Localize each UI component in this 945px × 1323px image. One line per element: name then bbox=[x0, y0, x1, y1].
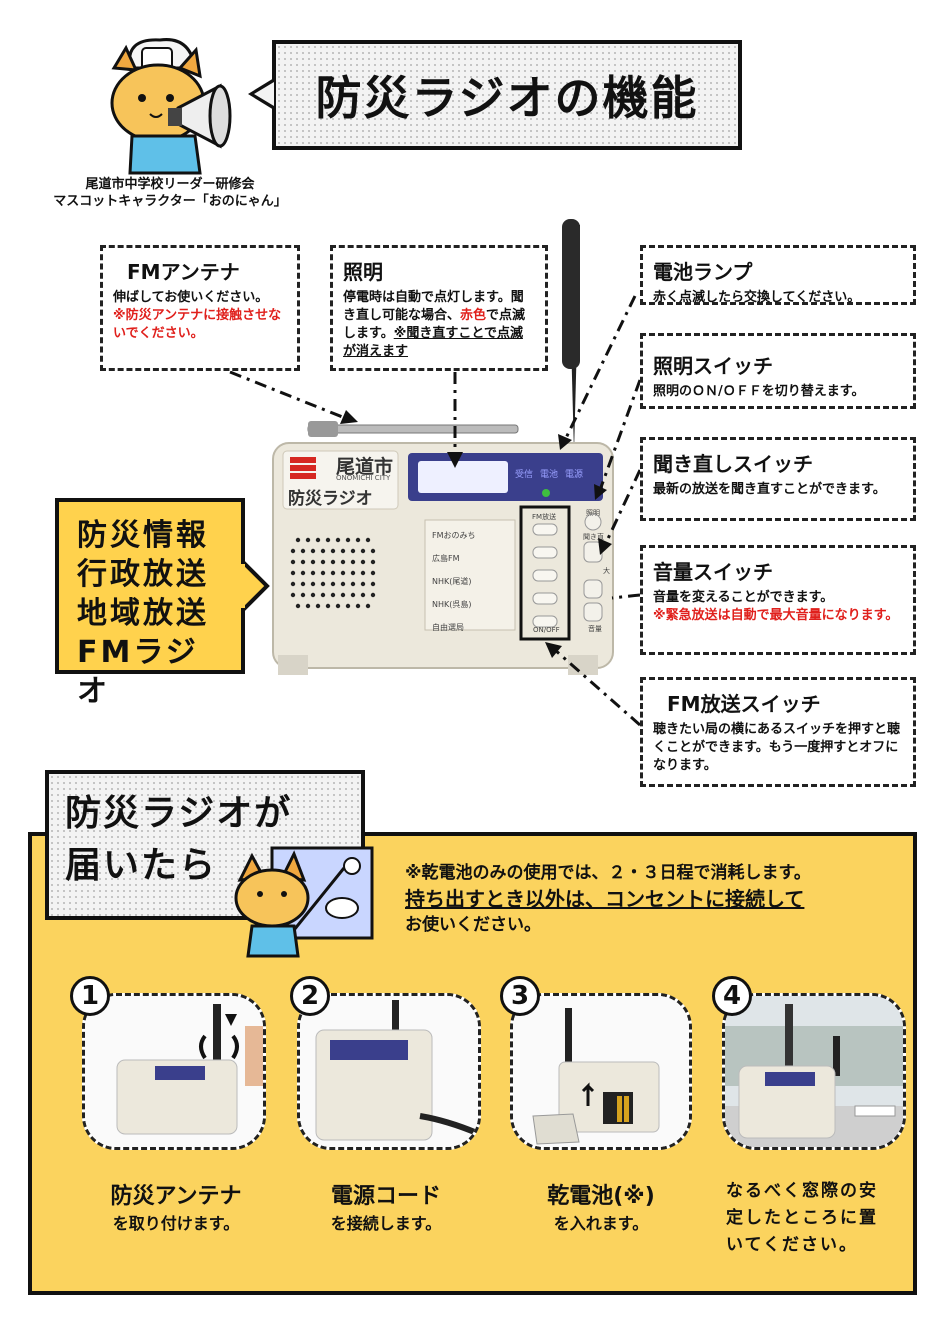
windowsill-photo bbox=[725, 996, 903, 1147]
vol-high-label: 大 bbox=[603, 567, 610, 575]
antenna-install-photo bbox=[85, 996, 263, 1147]
callout-title: FMアンテナ bbox=[127, 260, 240, 284]
page-title: 防災ラジオの機能 bbox=[272, 40, 742, 150]
step-number-4: 4 bbox=[712, 976, 752, 1016]
function-line: 行政放送 bbox=[77, 557, 209, 592]
battery-install-photo bbox=[513, 996, 689, 1147]
lamp-label-receive: 受信 bbox=[515, 470, 534, 480]
radio-illustration bbox=[272, 219, 614, 675]
station-label: 広島FM bbox=[432, 554, 460, 563]
station-label: NHK(呉島) bbox=[432, 600, 472, 609]
step-number-1: 1 bbox=[70, 976, 110, 1016]
callout-body: 伸ばしてお使いください。 bbox=[113, 290, 269, 305]
function-list-box: 防災情報 行政放送 地域放送 FMラジオ bbox=[55, 498, 245, 709]
speech-tail-inner bbox=[254, 82, 274, 106]
step-photo-2 bbox=[297, 993, 481, 1150]
callout-title: 照明 bbox=[343, 260, 383, 284]
callout-body: 赤く点滅したら交換してください。 bbox=[653, 290, 861, 305]
mascot-megaphone-icon bbox=[110, 38, 232, 175]
callout-body: 音量を変えることができます。 bbox=[653, 590, 834, 605]
step-sub-2: を接続します。 bbox=[330, 1214, 442, 1233]
fm-label: FM放送 bbox=[532, 513, 557, 521]
radio-brand: 尾道市 bbox=[336, 456, 394, 478]
step-number-3: 3 bbox=[500, 976, 540, 1016]
info-box-pointer bbox=[241, 558, 270, 614]
note-line2: 持ち出すとき以外は、コンセントに接続して bbox=[405, 887, 805, 911]
red-text: 赤色 bbox=[460, 308, 487, 323]
callout-title: 電池ランプ bbox=[653, 260, 753, 284]
callout-title: FM放送スイッチ bbox=[667, 692, 821, 716]
callout-light-switch: 照明スイッチ 照明のＯＮ/ＯＦＦを切り替えます。 bbox=[640, 333, 916, 409]
step-photo-1 bbox=[82, 993, 266, 1150]
callout-warning: ※緊急放送は自動で最大音量になります。 bbox=[653, 608, 899, 623]
replay-label: 聞き直 bbox=[583, 533, 604, 541]
note-line3: お使いください。 bbox=[405, 915, 541, 935]
mascot-pointing-icon bbox=[234, 846, 374, 958]
radio-brand-sub: ONOMICHI CITY bbox=[336, 474, 391, 482]
step-photo-3 bbox=[510, 993, 692, 1150]
callout-volume-switch: 音量スイッチ 音量を変えることができます。 ※緊急放送は自動で最大音量になります… bbox=[640, 545, 916, 655]
callout-warning: ※防災アンテナに接触させないでください。 bbox=[113, 308, 282, 341]
underline-text: ※聞き直すことで点滅が消えます bbox=[343, 326, 523, 359]
callout-fm-antenna: FMアンテナ 伸ばしてお使いください。 ※防災アンテナに接触させないでください。 bbox=[100, 245, 300, 371]
step-title-3: 乾電池(※) bbox=[547, 1184, 655, 1209]
battery-note: ※乾電池のみの使用では、２・３日程で消耗します。 持ち出すとき以外は、コンセント… bbox=[405, 860, 905, 938]
callout-battery-lamp: 電池ランプ 赤く点滅したら交換してください。 bbox=[640, 245, 916, 305]
function-line: FMラジオ bbox=[77, 635, 199, 709]
arrival-title-line1: 防災ラジオが bbox=[65, 793, 293, 834]
function-line: 地域放送 bbox=[77, 596, 209, 631]
mascot-caption-line1: 尾道市中学校リーダー研修会 bbox=[85, 177, 255, 192]
step-title-2: 電源コード bbox=[330, 1184, 441, 1209]
callout-body: 停電時は自動で点灯します。聞き直し可能な場合、赤色で点滅します。※聞き直すことで… bbox=[343, 289, 535, 361]
leader-lines bbox=[229, 295, 642, 727]
callout-body: 聴きたい局の横にあるスイッチを押すと聴くことができます。もう一度押すとオフになり… bbox=[653, 722, 901, 773]
note-line1: ※乾電池のみの使用では、２・３日程で消耗します。 bbox=[405, 863, 811, 883]
mascot-caption-line2: マスコットキャラクター「おのにゃん」 bbox=[53, 194, 287, 209]
station-list: FMおのみち 広島FM NHK(尾道) NHK(呉島) 自由選局 bbox=[432, 524, 476, 639]
callout-title: 音量スイッチ bbox=[653, 560, 773, 584]
callout-fm-switch: FM放送スイッチ 聴きたい局の横にあるスイッチを押すと聴くことができます。もう一… bbox=[640, 677, 916, 787]
step-title-1: 防災アンテナ bbox=[110, 1184, 242, 1209]
onoff-label: ON/OFF bbox=[533, 626, 560, 634]
callout-light: 照明 停電時は自動で点灯します。聞き直し可能な場合、赤色で点滅します。※聞き直す… bbox=[330, 245, 548, 371]
step-sub-4: なるべく窓際の安定したところに置いてください。 bbox=[726, 1181, 878, 1255]
callout-title: 聞き直しスイッチ bbox=[653, 452, 813, 476]
power-cord-photo bbox=[300, 996, 478, 1147]
lamp-label-battery: 電池 bbox=[540, 470, 559, 480]
callout-body: 最新の放送を聞き直すことができます。 bbox=[653, 482, 886, 497]
step-sub-3: を入れます。 bbox=[553, 1214, 649, 1233]
mascot-caption: 尾道市中学校リーダー研修会 マスコットキャラクター「おのにゃん」 bbox=[40, 176, 300, 210]
station-label: FMおのみち bbox=[432, 531, 476, 540]
body-text: で点滅します。 bbox=[343, 308, 526, 341]
step-number-2: 2 bbox=[290, 976, 330, 1016]
arrival-title-line2: 届いたら bbox=[65, 845, 218, 886]
function-line: 防災情報 bbox=[77, 518, 209, 553]
station-label: 自由選局 bbox=[432, 623, 464, 632]
callout-replay-switch: 聞き直しスイッチ 最新の放送を聞き直すことができます。 bbox=[640, 437, 916, 521]
step-photo-4 bbox=[722, 993, 906, 1150]
lamp-label-power: 電源 bbox=[565, 470, 584, 480]
radio-model: 防災ラジオ bbox=[288, 489, 373, 509]
callout-body: 照明のＯＮ/ＯＦＦを切り替えます。 bbox=[653, 384, 865, 399]
vol-label: 音量 bbox=[588, 625, 602, 633]
step-sub-1: を取り付けます。 bbox=[112, 1214, 240, 1233]
callout-title: 照明スイッチ bbox=[653, 354, 773, 378]
light-label: 照明 bbox=[586, 509, 600, 517]
station-label: NHK(尾道) bbox=[432, 577, 472, 586]
body-text: 停電時は自動で点灯します。聞き直し可能な場合、 bbox=[343, 290, 524, 323]
